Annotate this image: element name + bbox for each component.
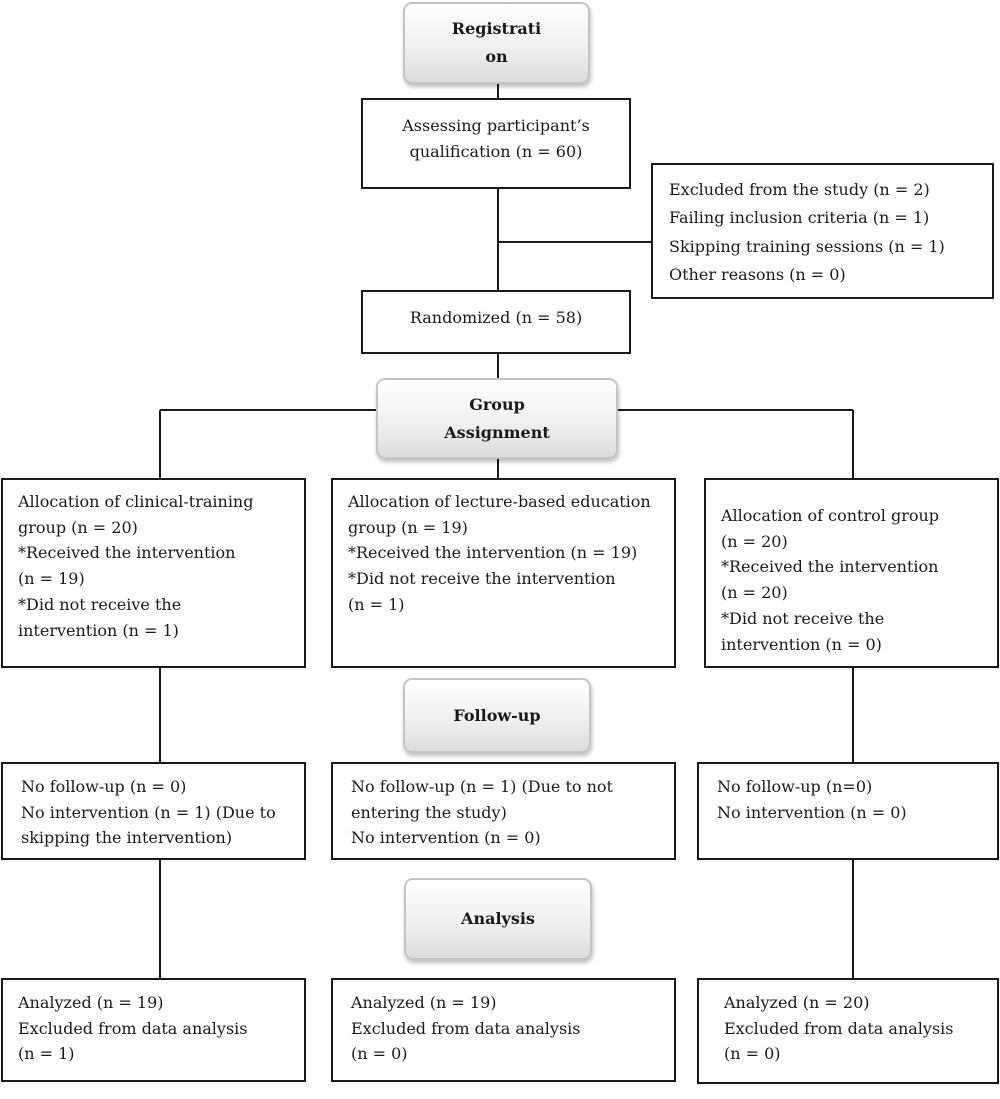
allocation-control-line-2: (n = 20)	[721, 531, 788, 551]
excluded-title: Excluded from the study (n = 2)	[669, 180, 930, 199]
assessing-box: Assessing participant’s qualification (n…	[361, 98, 631, 189]
allocation-control-line-3: *Received the intervention	[721, 557, 939, 577]
allocation-lecture-line-5: (n = 1)	[348, 594, 405, 614]
followup-clinical-line-2: No intervention (n = 1) (Due to	[21, 802, 276, 822]
analysis-stage: Analysis	[404, 878, 592, 960]
follow-up-stage: Follow-up	[403, 678, 591, 753]
analysis-stage-label: Analysis	[461, 909, 535, 928]
allocation-lecture-line-3: *Received the intervention (n = 19)	[348, 543, 638, 563]
assessing-line-2: qualification (n = 60)	[409, 141, 583, 161]
group-assignment-line-2: Assignment	[444, 422, 550, 442]
allocation-lecture-box: Allocation of lecture-based education gr…	[331, 478, 676, 668]
assessing-line-1: Assessing participant’s	[402, 116, 590, 135]
registration-stage: Registrati on	[403, 2, 590, 84]
follow-up-stage-label: Follow-up	[453, 705, 541, 725]
analysis-clinical-excluded: Excluded from data analysis	[18, 1018, 248, 1038]
followup-control-line-2: No intervention (n = 0)	[717, 802, 907, 822]
allocation-control-line-1: Allocation of control group	[721, 506, 940, 525]
randomized-box: Randomized (n = 58)	[361, 290, 631, 354]
followup-control-box: No follow-up (n=0) No intervention (n = …	[697, 762, 999, 860]
analysis-control-box: Analyzed (n = 20) Excluded from data ana…	[697, 978, 999, 1084]
analysis-lecture-analyzed: Analyzed (n = 19)	[351, 993, 497, 1012]
allocation-clinical-line-5: *Did not receive the	[18, 594, 182, 614]
group-assignment-line-1: Group	[469, 394, 525, 414]
analysis-control-analyzed: Analyzed (n = 20)	[724, 993, 870, 1012]
allocation-lecture-line-1: Allocation of lecture-based education	[348, 492, 651, 511]
excluded-box: Excluded from the study (n = 2) Failing …	[651, 163, 994, 299]
followup-clinical-line-3: skipping the intervention)	[21, 828, 233, 848]
excluded-failing-criteria: Failing inclusion criteria (n = 1)	[669, 208, 930, 228]
analysis-clinical-box: Analyzed (n = 19) Excluded from data ana…	[1, 978, 306, 1082]
allocation-clinical-box: Allocation of clinical-training group (n…	[1, 478, 306, 668]
analysis-lecture-excluded: Excluded from data analysis	[351, 1018, 581, 1038]
allocation-control-line-4: (n = 20)	[721, 583, 788, 603]
followup-clinical-line-1: No follow-up (n = 0)	[21, 777, 187, 796]
allocation-clinical-line-3: *Received the intervention	[18, 543, 236, 563]
registration-stage-line-1: Registrati	[451, 19, 542, 38]
followup-lecture-line-1: No follow-up (n = 1) (Due to not	[351, 777, 613, 796]
analysis-control-excluded-count: (n = 0)	[724, 1044, 781, 1064]
allocation-control-box: Allocation of control group (n = 20) *Re…	[704, 478, 999, 668]
allocation-lecture-line-4: *Did not receive the intervention	[348, 569, 616, 589]
allocation-clinical-line-4: (n = 19)	[18, 569, 85, 589]
registration-stage-line-2: on	[485, 47, 508, 66]
followup-lecture-line-2: entering the study)	[351, 802, 507, 822]
followup-lecture-line-3: No intervention (n = 0)	[351, 828, 541, 848]
analysis-control-excluded: Excluded from data analysis	[724, 1018, 954, 1038]
allocation-control-line-6: intervention (n = 0)	[721, 634, 882, 654]
analysis-lecture-box: Analyzed (n = 19) Excluded from data ana…	[331, 978, 676, 1082]
analysis-clinical-excluded-count: (n = 1)	[18, 1044, 75, 1064]
allocation-lecture-line-2: group (n = 19)	[348, 517, 468, 537]
excluded-other-reasons: Other reasons (n = 0)	[669, 264, 846, 284]
allocation-clinical-line-1: Allocation of clinical-training	[18, 492, 254, 511]
randomized-label: Randomized (n = 58)	[409, 308, 583, 327]
followup-clinical-box: No follow-up (n = 0) No intervention (n …	[1, 762, 306, 860]
analysis-clinical-analyzed: Analyzed (n = 19)	[18, 993, 164, 1012]
allocation-control-line-5: *Did not receive the	[721, 608, 885, 628]
excluded-skipping-sessions: Skipping training sessions (n = 1)	[669, 236, 945, 256]
allocation-clinical-line-6: intervention (n = 1)	[18, 620, 179, 640]
followup-lecture-box: No follow-up (n = 1) (Due to not enterin…	[331, 762, 676, 860]
group-assignment-stage: Group Assignment	[376, 378, 618, 459]
followup-control-line-1: No follow-up (n=0)	[717, 777, 873, 796]
analysis-lecture-excluded-count: (n = 0)	[351, 1044, 408, 1064]
allocation-clinical-line-2: group (n = 20)	[18, 517, 138, 537]
